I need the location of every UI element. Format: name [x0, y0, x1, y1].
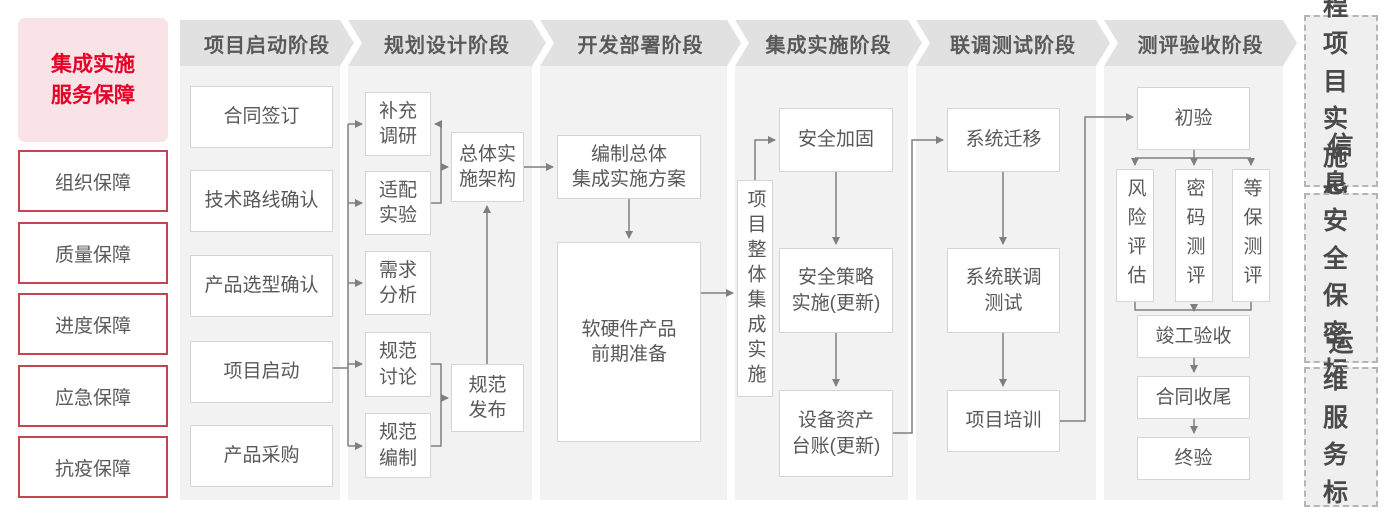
- flow-box-supplementary-research: 补充 调研: [365, 92, 431, 156]
- assurance-box-quality: 质量保障: [18, 222, 168, 284]
- flow-box-system-migration: 系统迁移: [947, 108, 1060, 172]
- assurance-box-emergency: 应急保障: [18, 365, 168, 427]
- flow-box-final-acceptance: 终验: [1137, 437, 1250, 480]
- flow-box-security-hardening: 安全加固: [779, 108, 893, 172]
- phase-header-joint-debug-test: 联调测试阶段: [916, 20, 1110, 66]
- flow-box-spec-discussion: 规范 讨论: [365, 332, 431, 397]
- flow-box-initial-acceptance: 初验: [1137, 87, 1250, 150]
- flow-box-asset-ledger: 设备资产 台账(更新): [779, 390, 893, 477]
- flow-box-tech-route-confirm: 技术路线确认: [190, 170, 333, 232]
- flow-box-project-kickoff: 项目启动: [190, 341, 333, 403]
- flow-box-requirement-analysis: 需求 分析: [365, 251, 431, 315]
- phase-header-planning-design: 规划设计阶段: [348, 20, 546, 66]
- standard-box-info-security-confidentiality: 信息 安全 保密 标准: [1304, 132, 1378, 423]
- assurance-box-schedule: 进度保障: [18, 293, 168, 355]
- flow-box-project-overall-integration: 项目整体集成实施: [737, 180, 773, 397]
- flow-box-security-policy-impl: 安全策略 实施(更新): [779, 248, 893, 333]
- flow-box-completion-acceptance: 竣工验收: [1137, 315, 1250, 358]
- flow-box-product-procurement: 产品采购: [190, 425, 333, 487]
- flow-box-adaptation-experiment: 适配 实验: [365, 171, 431, 235]
- assurance-box-organization: 组织保障: [18, 150, 168, 212]
- phase-header-eval-acceptance: 测评验收阶段: [1104, 20, 1297, 66]
- flow-box-contract-closure: 合同收尾: [1137, 376, 1250, 419]
- flow-box-product-selection-confirm: 产品选型确认: [190, 255, 333, 317]
- assurance-box-epidemic: 抗疫保障: [18, 436, 168, 498]
- flow-box-joint-debugging-test: 系统联调 测试: [947, 248, 1060, 333]
- flow-box-crypto-evaluation: 密码测评: [1175, 169, 1213, 302]
- flow-box-project-training: 项目培训: [947, 390, 1060, 452]
- flow-box-classified-protection-evaluation: 等保测评: [1232, 169, 1270, 302]
- flow-box-overall-impl-architecture: 总体实 施架构: [451, 132, 524, 202]
- flow-box-hw-sw-preparation: 软硬件产品 前期准备: [557, 242, 701, 442]
- flow-box-overall-integration-plan: 编制总体 集成实施方案: [557, 135, 701, 199]
- flow-box-spec-drafting: 规范 编制: [365, 413, 431, 478]
- flow-box-risk-assessment: 风险评估: [1116, 169, 1154, 302]
- flow-box-spec-release: 规范 发布: [451, 364, 524, 432]
- standard-box-ops-service-standard: 运维 服务 标准: [1304, 329, 1378, 507]
- page-title: 集成实施 服务保障: [18, 18, 168, 142]
- flow-box-contract-signing: 合同签订: [190, 86, 333, 148]
- phase-header-integration-impl: 集成实施阶段: [735, 20, 922, 66]
- phase-header-dev-deploy: 开发部署阶段: [540, 20, 741, 66]
- phase-header-project-kickoff: 项目启动阶段: [180, 20, 354, 66]
